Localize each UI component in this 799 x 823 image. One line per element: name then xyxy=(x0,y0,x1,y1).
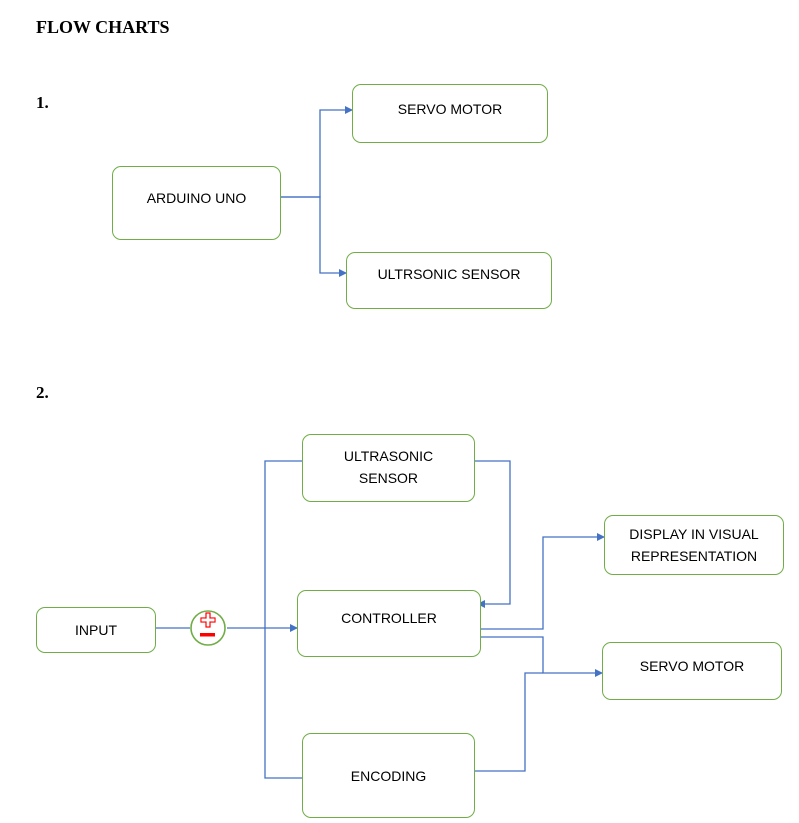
controller-box: CONTROLLER xyxy=(297,590,481,657)
input-box: INPUT xyxy=(36,607,156,653)
summing-junction-icon xyxy=(190,610,226,646)
page-title: FLOW CHARTS xyxy=(36,17,170,37)
display-visual-label: DISPLAY IN VISUAL REPRESENTATION xyxy=(629,526,759,564)
chart1-number: 1. xyxy=(36,93,49,112)
connector-junction-to-ultrasonic xyxy=(264,460,302,628)
servo-motor-label-2: SERVO MOTOR xyxy=(639,658,745,674)
connector-arduino-to-ultrasonic xyxy=(281,196,347,277)
connector-arduino-to-servo xyxy=(281,106,353,198)
connector-encoding-to-servo xyxy=(475,672,543,772)
input-label: INPUT xyxy=(75,622,117,638)
ultrasonic-sensor-label: ULTRSONIC SENSOR xyxy=(377,266,521,282)
controller-label: CONTROLLER xyxy=(341,610,437,626)
connector-ultrasonic-to-controller xyxy=(475,460,511,608)
ultrasonic-sensor-label-2: ULTRASONIC SENSOR xyxy=(343,448,434,486)
servo-motor-label: SERVO MOTOR xyxy=(397,101,503,117)
ultrasonic-sensor-box-2: ULTRASONIC SENSOR xyxy=(302,434,475,502)
chart2-number: 2. xyxy=(36,383,49,402)
ultrasonic-sensor-box: ULTRSONIC SENSOR xyxy=(346,252,552,309)
servo-motor-box-2: SERVO MOTOR xyxy=(602,642,782,700)
connector-junction-to-encoding xyxy=(264,628,302,779)
encoding-label: ENCODING xyxy=(350,767,427,784)
arduino-uno-label: ARDUINO UNO xyxy=(146,190,247,206)
connector-controller-to-servo xyxy=(481,636,603,677)
servo-motor-box: SERVO MOTOR xyxy=(352,84,548,143)
encoding-box: ENCODING xyxy=(302,733,475,818)
arduino-uno-box: ARDUINO UNO xyxy=(112,166,281,240)
display-visual-box: DISPLAY IN VISUAL REPRESENTATION xyxy=(604,515,784,575)
connector-controller-to-display xyxy=(481,533,605,630)
